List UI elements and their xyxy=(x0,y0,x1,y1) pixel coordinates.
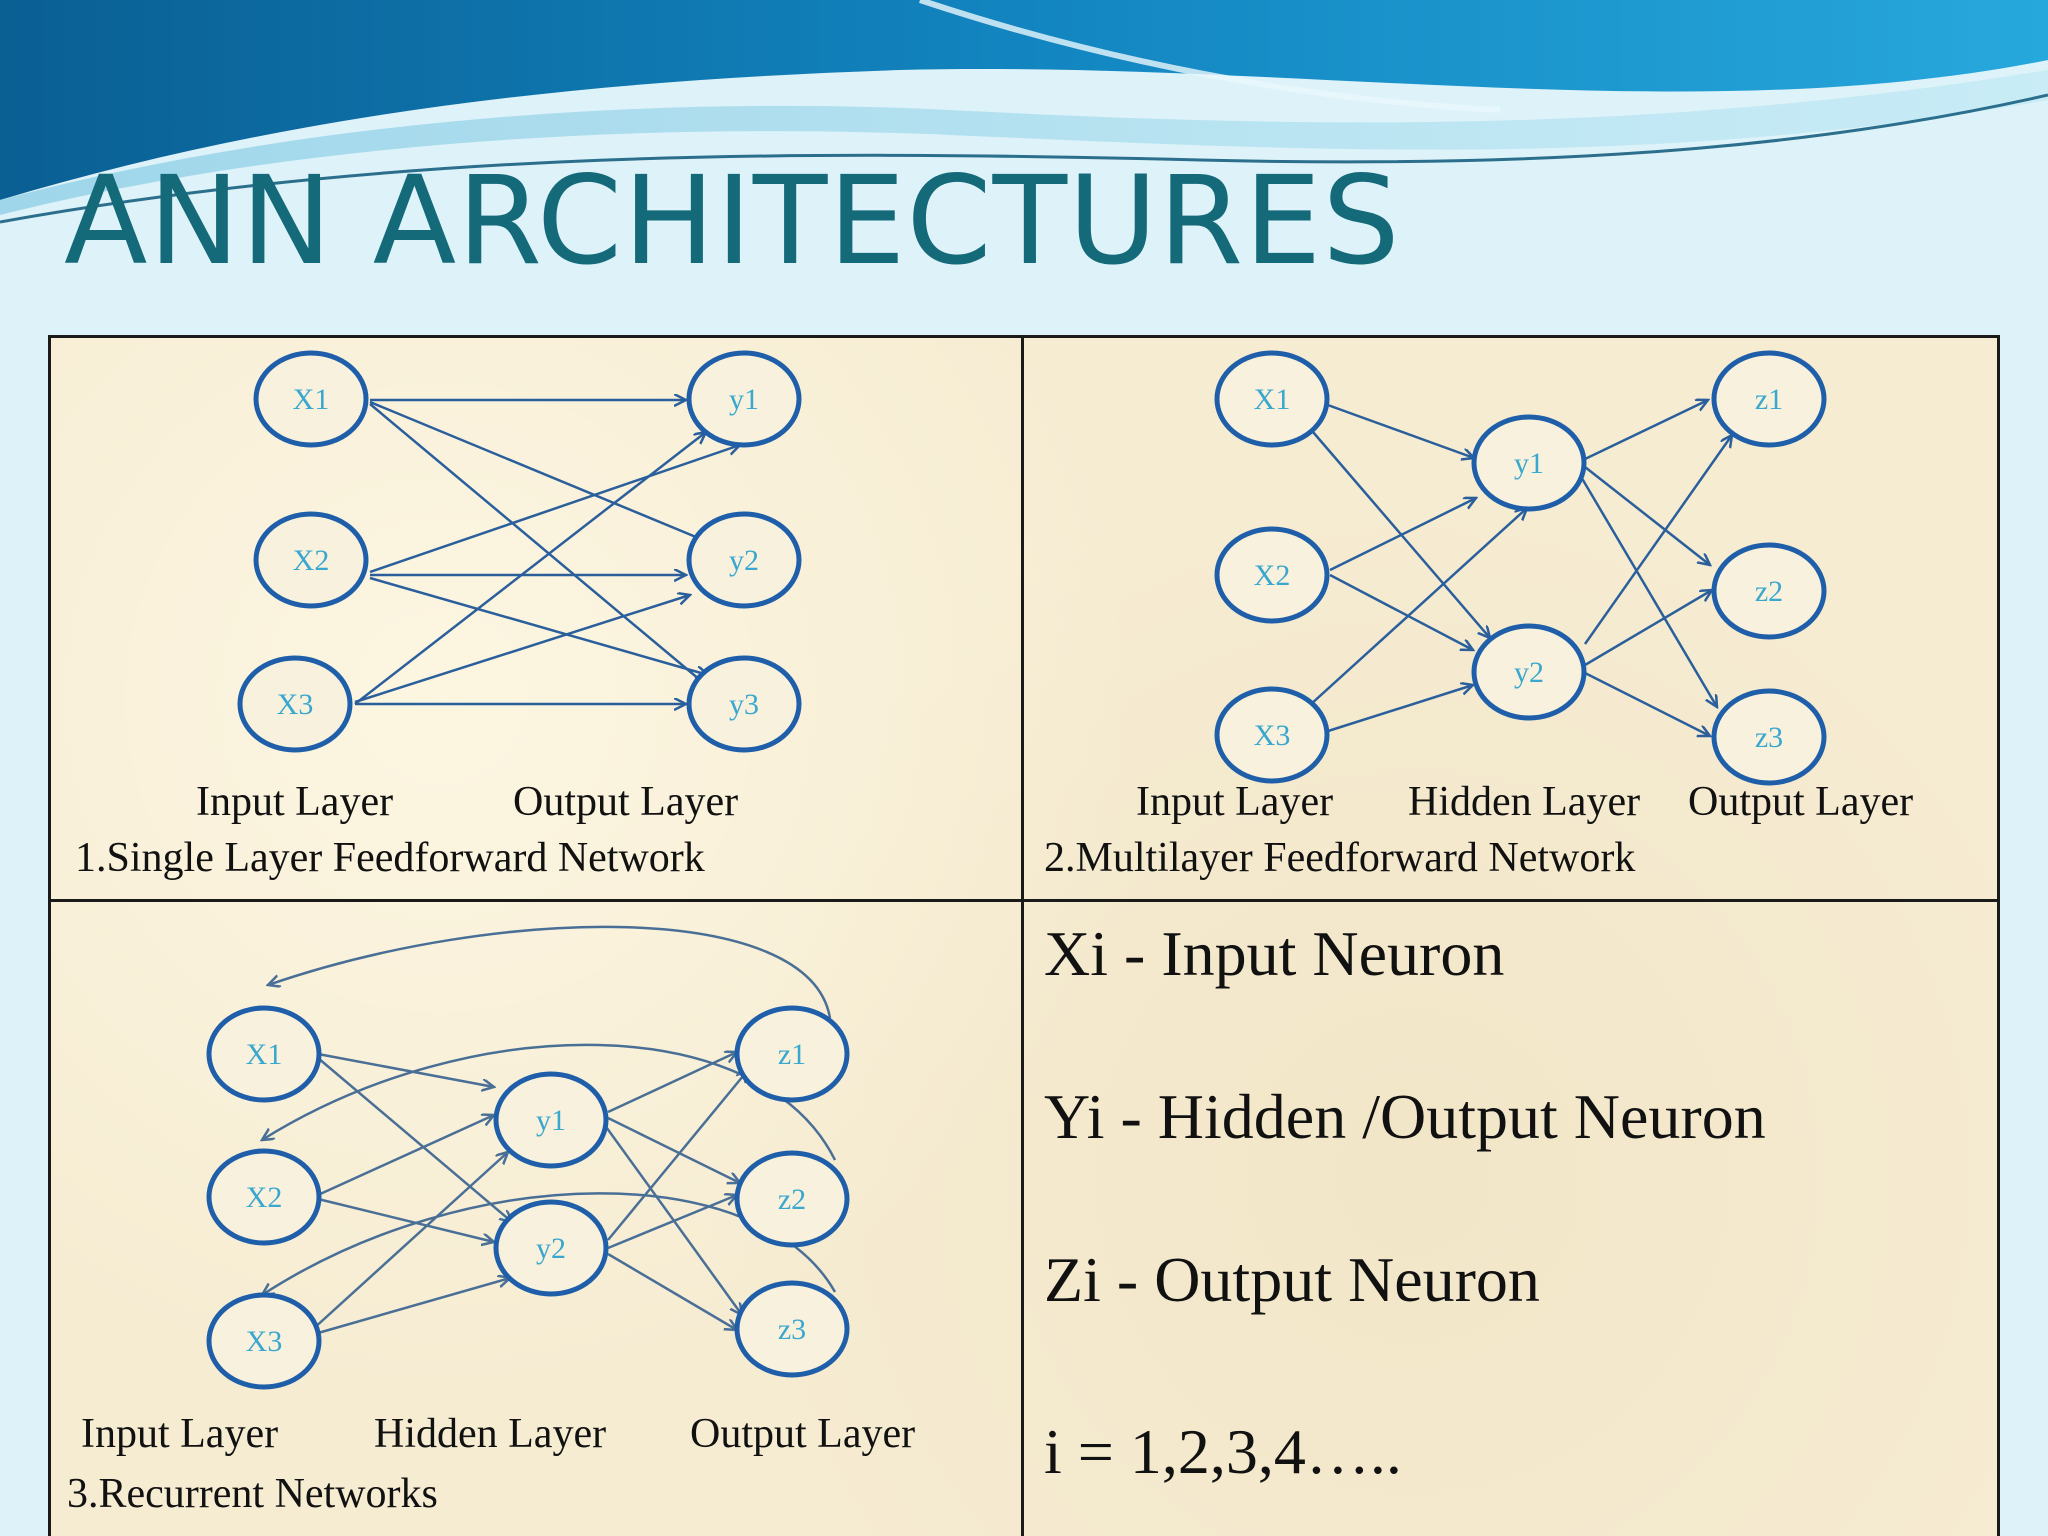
legend-output-neuron: Zi - Output Neuron xyxy=(1044,1244,1540,1315)
panel2-caption: 2.Multilayer Feedforward Network xyxy=(1044,835,1636,881)
panel3-input-label: Input Layer xyxy=(81,1411,279,1457)
panel1-caption: 1.Single Layer Feedforward Network xyxy=(75,835,705,881)
diagram-grid xyxy=(48,335,2000,1536)
panel2-output-label: Output Layer xyxy=(1688,779,1914,825)
legend-hidden-output-neuron: Yi - Hidden /Output Neuron xyxy=(1044,1081,1766,1152)
panel3-output-label: Output Layer xyxy=(690,1411,916,1457)
panel3-hidden-label: Hidden Layer xyxy=(374,1411,607,1457)
legend-index-range: i = 1,2,3,4….. xyxy=(1044,1416,1402,1487)
grid-divider-horizontal xyxy=(48,899,2000,902)
panel2-hidden-label: Hidden Layer xyxy=(1408,779,1641,825)
slide-title: ANN ARCHITECTURES xyxy=(64,150,1401,292)
grid-divider-vertical xyxy=(1021,335,1024,1536)
panel1-output-label: Output Layer xyxy=(513,779,739,825)
panel3-caption: 3.Recurrent Networks xyxy=(67,1471,438,1517)
panel2-input-label: Input Layer xyxy=(1136,779,1334,825)
legend-input-neuron: Xi - Input Neuron xyxy=(1044,918,1505,989)
panel1-input-label: Input Layer xyxy=(196,779,394,825)
header-wave-graphic xyxy=(0,0,2048,224)
